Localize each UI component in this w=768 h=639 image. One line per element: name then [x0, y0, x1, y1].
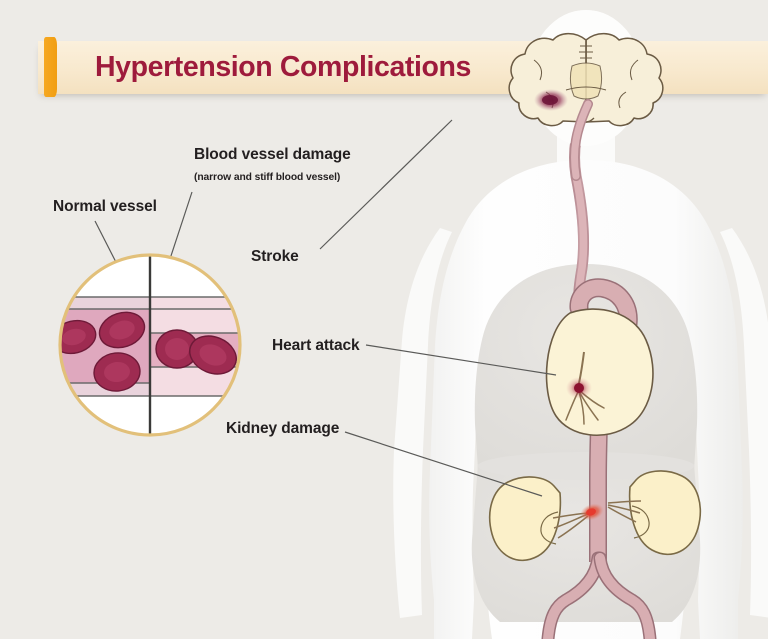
- organ-cavity: [471, 264, 701, 622]
- label-normal-vessel: Normal vessel: [53, 198, 157, 215]
- red-blood-cell: [189, 335, 237, 375]
- body-silhouette: [393, 10, 768, 639]
- leader-line-stroke: [319, 119, 453, 250]
- page-title: Hypertension Complications: [95, 50, 471, 83]
- kidney-icon: [488, 470, 702, 561]
- leader-line-normal-vessel: [94, 220, 123, 275]
- aorta-artery: [541, 98, 657, 639]
- red-blood-cell: [93, 352, 141, 392]
- leader-line-kidney-damage: [344, 431, 543, 497]
- red-blood-cell: [155, 329, 199, 369]
- heart-lesion: [566, 377, 592, 399]
- vessel-damaged-side: [150, 296, 240, 397]
- vessel-normal-side: [60, 296, 150, 397]
- vessel-ring: [58, 253, 242, 437]
- red-blood-cell: [60, 319, 97, 355]
- label-kidney-damage: Kidney damage: [226, 420, 340, 437]
- banner-accent-bar: [44, 37, 57, 97]
- label-heart-attack: Heart attack: [272, 337, 360, 354]
- leader-line-heart-attack: [365, 344, 557, 376]
- label-blood-vessel-damage-sub: (narrow and stiff blood vessel): [194, 172, 341, 183]
- label-stroke: Stroke: [251, 248, 299, 265]
- red-blood-cell: [98, 311, 146, 349]
- kidney-lesion: [580, 503, 604, 521]
- blood-vessel-icon: [58, 253, 242, 437]
- label-blood-vessel-damage: Blood vessel damage: [194, 146, 351, 163]
- heart-icon: [545, 308, 654, 437]
- leader-line-vessel-damage: [166, 191, 193, 269]
- title-banner: Hypertension Complications: [38, 37, 768, 97]
